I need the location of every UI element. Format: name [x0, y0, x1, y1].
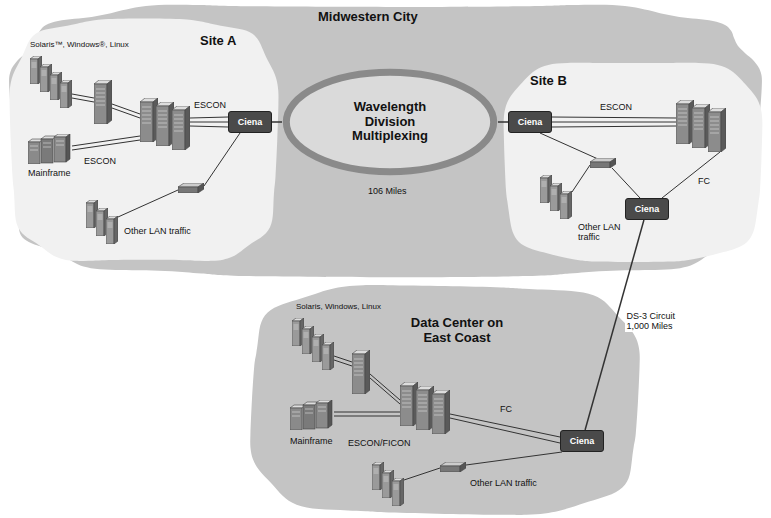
- lan-switch: [178, 183, 204, 193]
- label-holder: ESCON: [600, 102, 632, 112]
- cloud-shape: [504, 63, 763, 262]
- equipment-label: FC: [500, 404, 512, 414]
- region-title: Site B: [530, 74, 567, 89]
- cloud-shape: [10, 19, 279, 261]
- wdm-ring: Wavelength Division Multiplexing: [282, 68, 498, 176]
- region-title: Midwestern City: [318, 10, 418, 25]
- label-holder: Solaris, Windows, Linux: [296, 302, 381, 311]
- site-region: Site BCienaCiena: [500, 58, 766, 264]
- device-label: Ciena: [518, 117, 543, 127]
- region-title: Data Center on East Coast: [398, 316, 516, 346]
- equipment-label: Solaris™, Windows®, Linux: [30, 40, 129, 49]
- label-holder: Solaris™, Windows®, Linux: [30, 40, 129, 49]
- equipment-label: ESCON: [84, 156, 116, 166]
- region-title: Wavelength Division Multiplexing: [330, 100, 450, 145]
- label-holder: Other LAN traffic: [578, 222, 626, 243]
- label-holder: ESCON: [194, 100, 226, 110]
- director-rack: [708, 108, 726, 152]
- director-rack: [156, 102, 174, 146]
- device-label: Ciena: [570, 436, 595, 446]
- server-tower: [106, 216, 118, 244]
- device-label: Ciena: [238, 117, 263, 127]
- director-rack: [692, 104, 710, 148]
- wdm-ring-shape: [286, 72, 493, 171]
- ciena-box: Ciena: [560, 430, 604, 452]
- server-tower: [60, 80, 72, 108]
- lan-switch: [590, 158, 616, 168]
- equipment-label: 106 Miles: [368, 186, 407, 196]
- equipment-label: ESCON/FICON: [348, 438, 411, 448]
- equipment-label: FC: [698, 176, 710, 186]
- label-holder: ESCON: [84, 156, 116, 166]
- cloud-outline: [500, 58, 766, 264]
- label-holder: Mainframe: [28, 168, 71, 178]
- label-holder: Mainframe: [290, 436, 333, 446]
- label-holder: Other LAN traffic: [124, 226, 191, 236]
- equipment-label: Mainframe: [290, 436, 333, 446]
- equipment-label: ESCON: [194, 100, 226, 110]
- equipment-label: Solaris, Windows, Linux: [296, 302, 381, 311]
- lan-switch: [440, 462, 466, 472]
- label-holder: ESCON/FICON: [348, 438, 411, 448]
- label-holder: 106 Miles: [368, 186, 407, 196]
- label-holder: FC: [500, 404, 512, 414]
- equipment-label: Other LAN traffic: [124, 226, 191, 236]
- equipment-label: Mainframe: [28, 168, 71, 178]
- link-label: DS-3 Circuit 1,000 Miles: [625, 311, 693, 332]
- director-rack: [676, 100, 694, 144]
- device-label: Ciena: [635, 204, 660, 214]
- director-rack: [416, 386, 434, 430]
- fiber-link: [272, 121, 282, 123]
- equipment-label: Other LAN traffic: [578, 222, 626, 243]
- equipment-label: ESCON: [600, 102, 632, 112]
- ciena-box: Ciena: [625, 198, 669, 220]
- server-tower: [392, 478, 404, 506]
- director-rack: [140, 98, 158, 142]
- server-tower: [560, 191, 572, 219]
- fiber-link: [498, 121, 508, 123]
- ciena-box: Ciena: [508, 111, 552, 133]
- cloud-shape: [9, 5, 762, 278]
- director-rack: [432, 390, 450, 434]
- equipment-label: Other LAN traffic: [470, 478, 537, 488]
- label-holder: FC: [698, 176, 710, 186]
- region-title: Site A: [200, 34, 236, 49]
- director-rack: [172, 106, 190, 150]
- cloud-shape: [250, 285, 640, 515]
- director-rack: [400, 382, 418, 426]
- edge-label-holder: DS-3 Circuit 1,000 Miles: [625, 311, 693, 332]
- storage-rack: [94, 80, 112, 124]
- ciena-box: Ciena: [228, 111, 272, 133]
- storage-rack: [352, 350, 370, 394]
- datacenter-cloud: Data Center on East CoastCiena: [245, 282, 645, 518]
- label-holder: Other LAN traffic: [470, 478, 537, 488]
- server-tower: [322, 342, 334, 370]
